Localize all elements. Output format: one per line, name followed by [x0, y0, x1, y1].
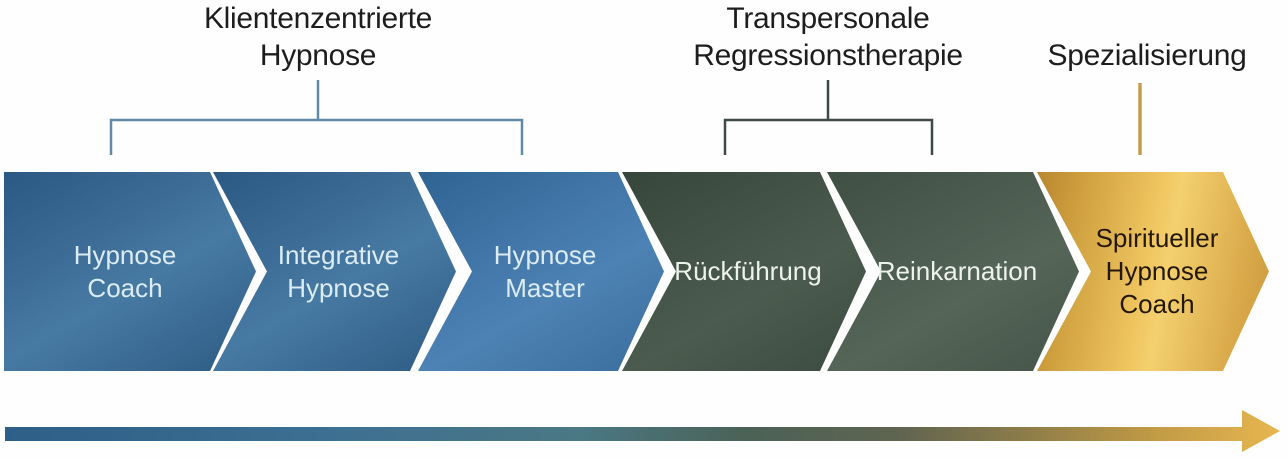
phase-label-transpersonale-regressionstherapie: Transpersonale Regressionstherapie: [693, 2, 963, 72]
phase-label-klientenzentrierte-hypnose: Klientenzentrierte Hypnose: [203, 2, 433, 72]
bracket-transpersonale-icon: [723, 80, 934, 155]
step-hypnose-coach: Hypnose Coach: [4, 172, 256, 371]
phase-label-spezialisierung: Spezialisierung: [1047, 39, 1247, 72]
bracket-klientenzentrierte-icon: [109, 80, 524, 155]
progression-arrow-icon: [5, 410, 1280, 452]
step-integrative-hypnose: Integrative Hypnose: [213, 172, 456, 371]
